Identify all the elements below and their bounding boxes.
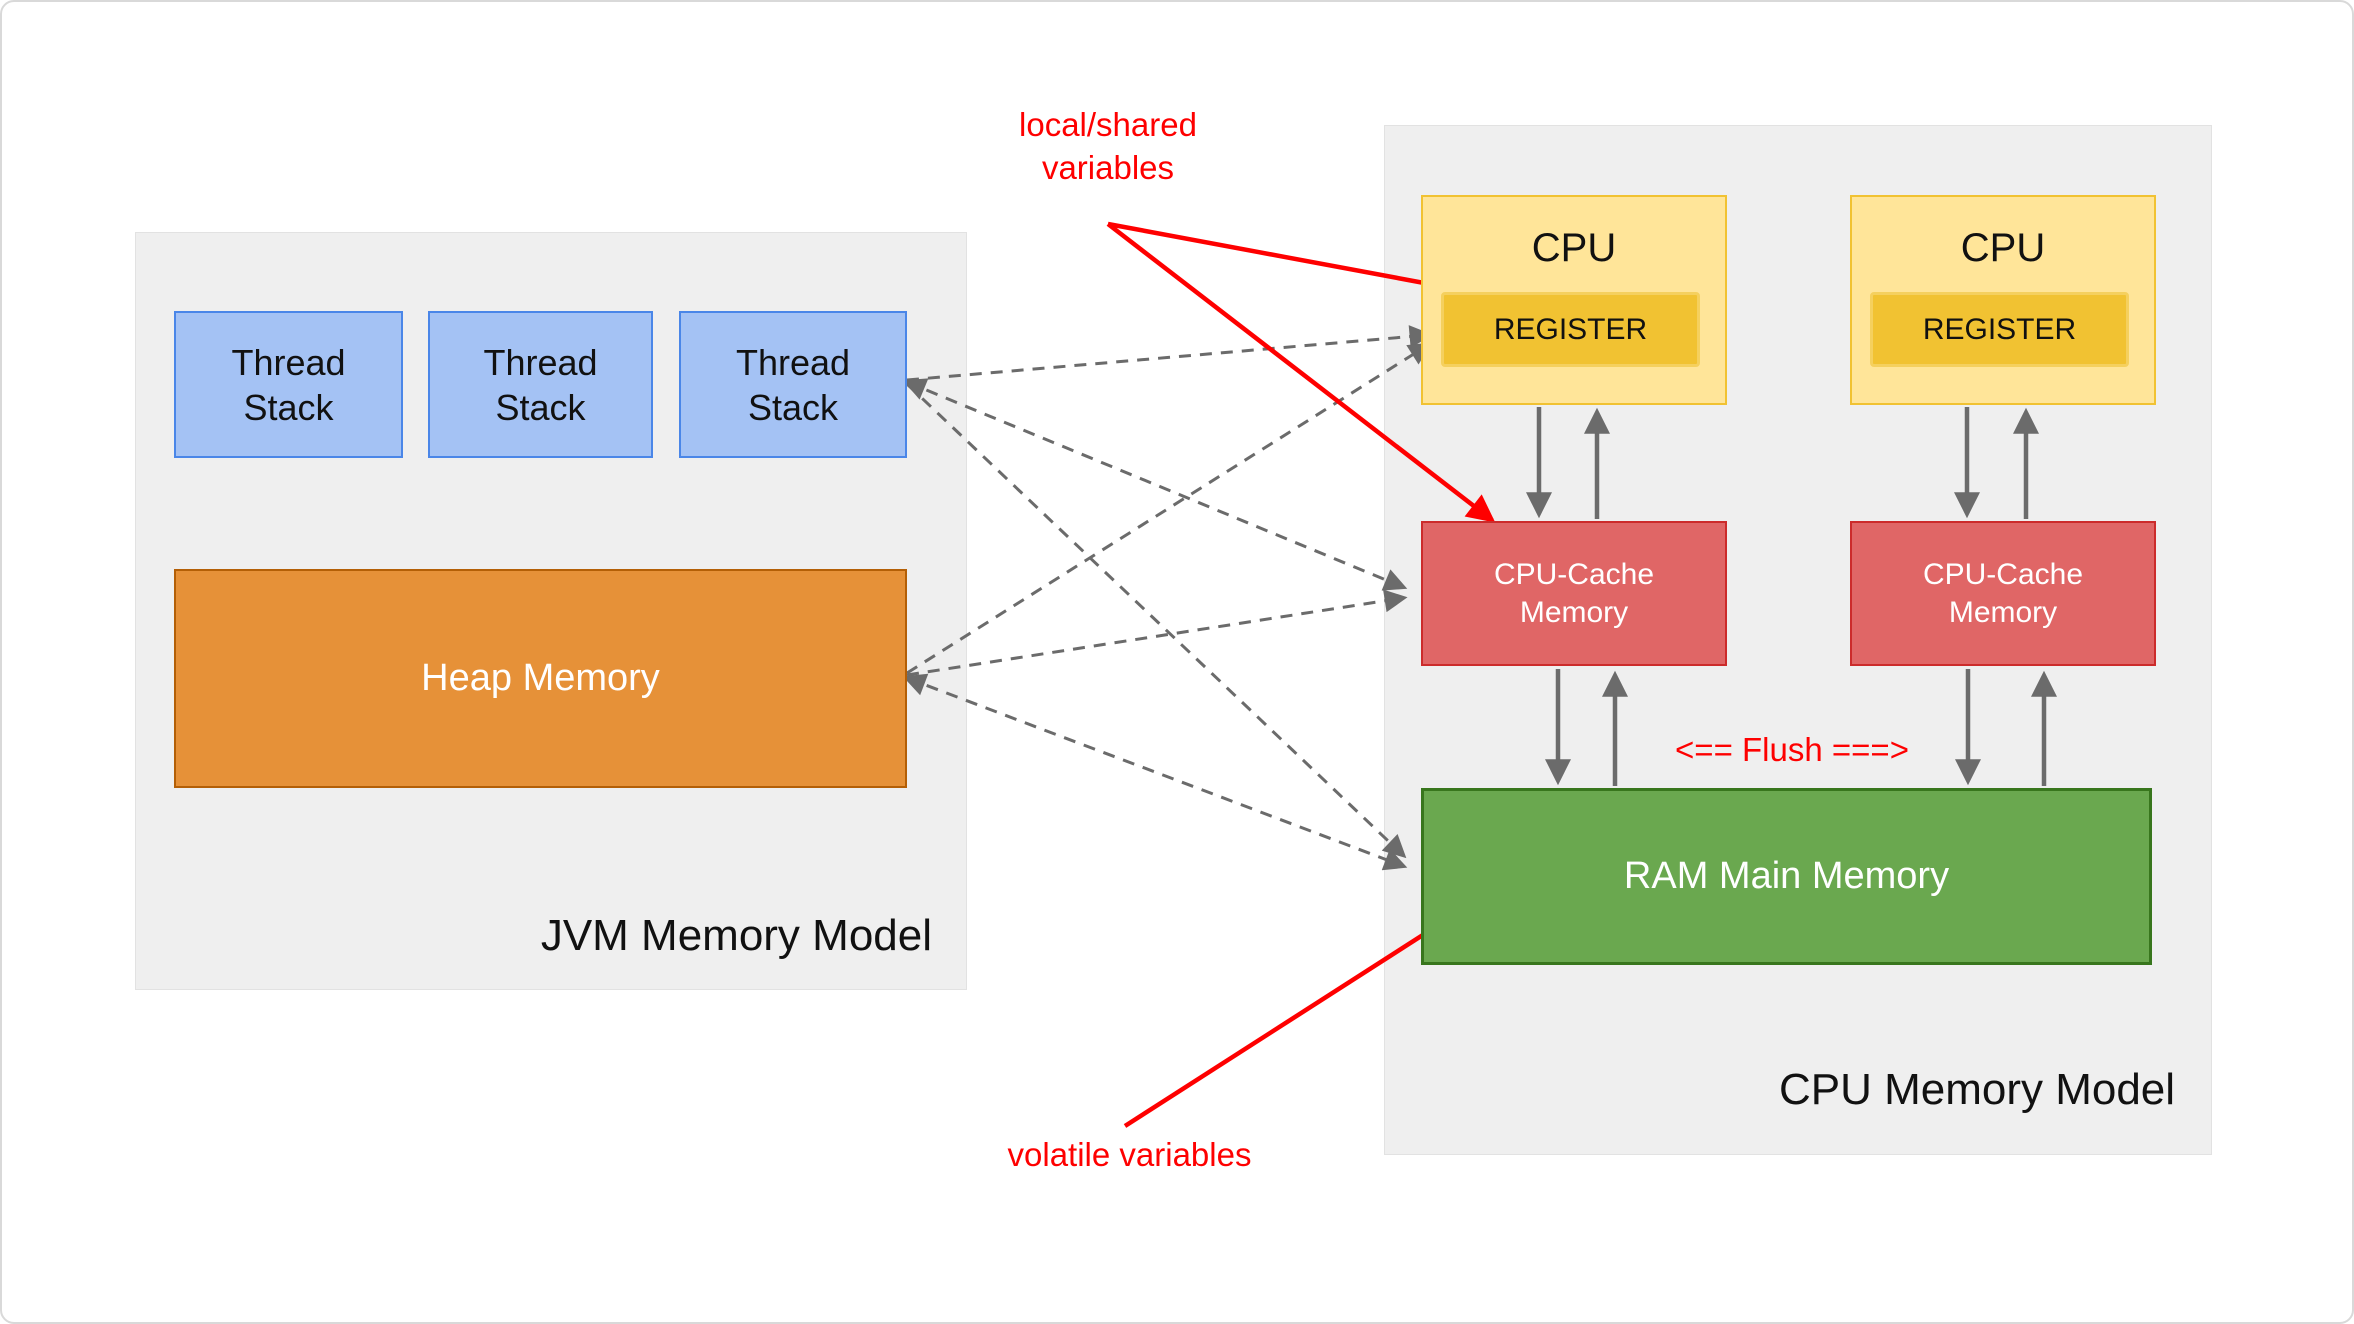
jvm-model-title: JVM Memory Model [540, 911, 932, 960]
heap-memory-label: Heap Memory [421, 656, 660, 699]
thread-stack-box-2: Thread Stack [428, 311, 653, 458]
thread-stack-box-3: Thread Stack [679, 311, 907, 458]
register-label: REGISTER [1493, 312, 1648, 346]
thread-stack-label: Thread Stack [231, 341, 346, 428]
thread-stack-label: Thread Stack [735, 341, 851, 428]
register-box-2: REGISTER [1870, 292, 2129, 367]
dashed-connector-heap-cache [906, 589, 1408, 677]
volatile-variables-annotation: volatile variables [1007, 1136, 1252, 1173]
cpu-cache-box-2: CPU-Cache Memory [1850, 521, 2156, 666]
dashed-connector-stack-register [906, 325, 1433, 382]
cpu-cache-label: CPU-Cache Memory [1493, 558, 1655, 629]
ram-main-memory-label: RAM Main Memory [1623, 854, 1950, 897]
thread-stack-box-1: Thread Stack [174, 311, 403, 458]
cpu-cache-label: CPU-Cache Memory [1922, 558, 2084, 629]
local-shared-variables-annotation: local/shared variables [1019, 106, 1197, 186]
cpu-model-title: CPU Memory Model [1778, 1065, 2176, 1114]
ram-main-memory-box: RAM Main Memory [1421, 788, 2152, 965]
flush-annotation: <== Flush ===> [1675, 731, 1909, 768]
register-box-1: REGISTER [1441, 292, 1700, 367]
dashed-connector-stack-cache [902, 378, 1408, 591]
dashed-connector-heap-ram [902, 673, 1408, 871]
register-label: REGISTER [1922, 312, 2077, 346]
cpu-cache-box-1: CPU-Cache Memory [1421, 521, 1727, 666]
cpu-label: CPU [1960, 226, 2046, 270]
cpu-label: CPU [1531, 226, 1617, 270]
thread-stack-label: Thread Stack [483, 341, 598, 428]
heap-memory-box: Heap Memory [174, 569, 907, 788]
dashed-connector-stack-ram [905, 382, 1407, 859]
dashed-connector-heap-register [906, 342, 1432, 675]
